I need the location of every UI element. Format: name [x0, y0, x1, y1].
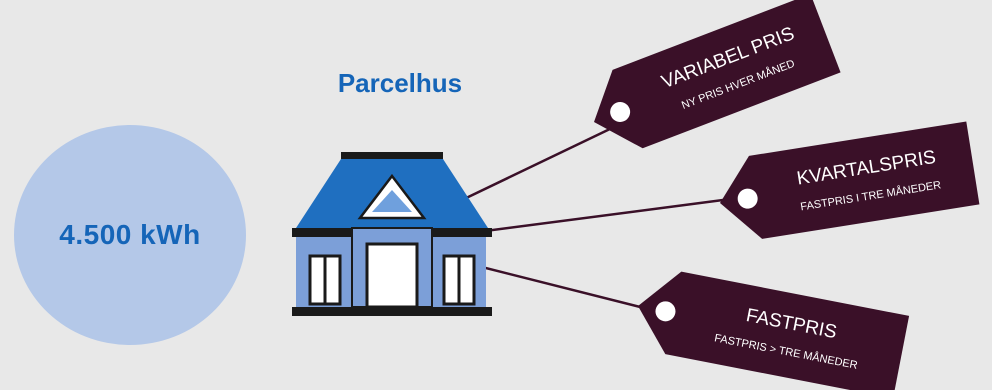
tag-hole: [655, 301, 676, 322]
house-title: Parcelhus: [337, 68, 463, 98]
tag-fixed-price: FASTPRIS FASTPRIS > TRE MÅNEDER: [638, 271, 910, 390]
tag-hole: [737, 188, 758, 209]
consumption-label: 4.500 kWh: [59, 219, 201, 250]
consumption-circle: 4.500 kWh: [14, 125, 246, 345]
tag-string-variable: [461, 126, 613, 202]
tag-string-fixed: [461, 260, 665, 315]
tag-hole: [610, 101, 631, 122]
tag-quarterly-price: KVARTALSPRIS FASTPRIS I TRE MÅNEDER: [720, 121, 980, 239]
house-icon: [292, 152, 492, 316]
tag-variable-price: VARIABEL PRIS NY PRIS HVER MÅNED: [594, 0, 841, 149]
tag-string-quarterly: [461, 195, 747, 236]
